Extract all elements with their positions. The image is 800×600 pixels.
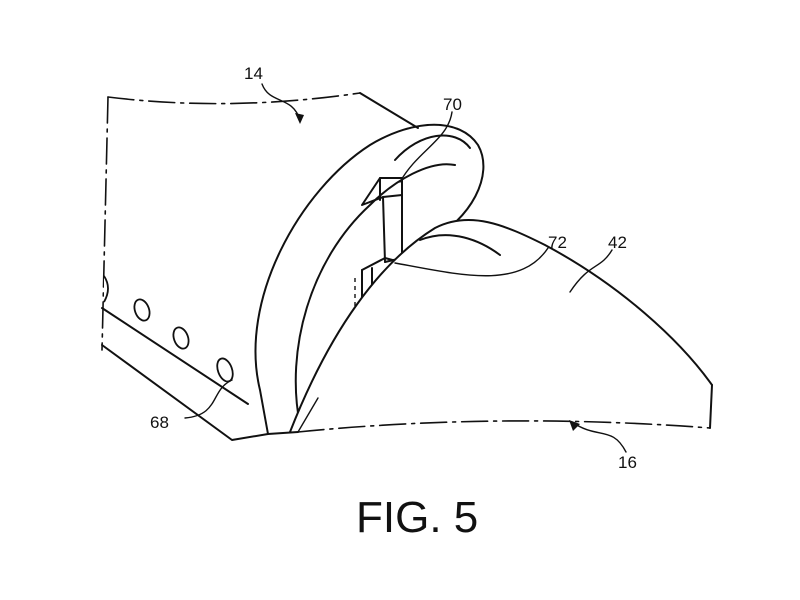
perforation-partial (103, 275, 109, 303)
leader-lines (184, 83, 627, 453)
label-16: 16 (618, 453, 637, 472)
airfoil-42 (289, 218, 713, 433)
leader-42 (569, 249, 613, 293)
upper-wall-14 (101, 92, 419, 441)
label-70: 70 (443, 95, 462, 114)
lower-wall-junction (297, 397, 319, 433)
disc-outer-face (254, 123, 485, 435)
upper-wall-break-line-top (107, 92, 361, 105)
perforation-row-68 (103, 275, 234, 383)
perforation (172, 326, 190, 350)
upper-wall-bottom-edge (101, 344, 269, 441)
leader-16 (571, 421, 627, 453)
insert-70 (361, 177, 403, 263)
lower-wall-edge (267, 431, 299, 435)
disc-element (254, 123, 485, 435)
insert-side-face (384, 194, 403, 263)
airfoil-leading-edge (289, 218, 713, 433)
disc-top-rim (394, 134, 471, 161)
disc-inner-rim (294, 163, 456, 426)
arrowhead-16 (569, 420, 580, 431)
label-72: 72 (548, 233, 567, 252)
upper-wall-top-edge (359, 92, 419, 129)
leader-72 (394, 247, 549, 277)
leader-70 (399, 111, 453, 183)
label-68: 68 (150, 413, 169, 432)
leader-68 (184, 379, 233, 419)
label-14: 14 (244, 64, 263, 83)
insert-top-face (361, 177, 403, 206)
insert-back-edge (382, 196, 386, 263)
airfoil-break-edge (709, 384, 713, 429)
upper-wall-lower-edge (101, 307, 249, 405)
perforation (133, 298, 151, 322)
label-42: 42 (608, 233, 627, 252)
lower-wall-break-line (297, 420, 711, 433)
arrowhead-14 (295, 113, 304, 124)
airfoil-fillet (419, 234, 501, 256)
lower-wall-16 (267, 397, 711, 435)
figure-caption: FIG. 5 (356, 493, 478, 542)
